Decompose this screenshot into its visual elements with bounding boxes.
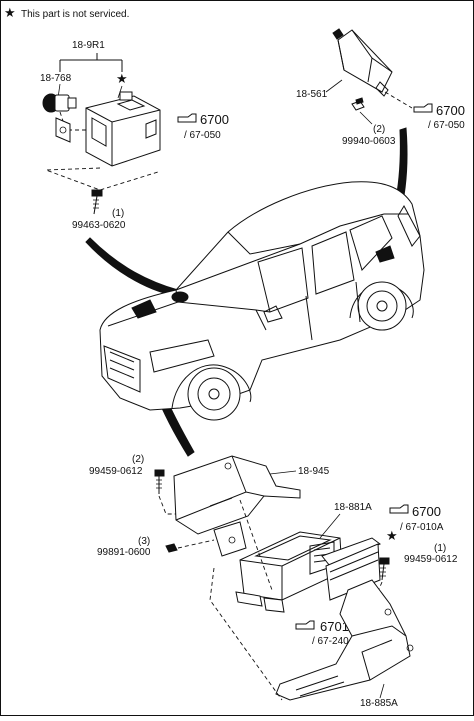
ref-67-240: / 67-240: [312, 636, 349, 647]
leader-99940: [359, 111, 373, 125]
note-text: This part is not serviced.: [21, 9, 129, 20]
label-99891-0600: 99891-0600: [97, 547, 151, 558]
label-18-881a: 18-881A: [334, 502, 372, 513]
label-18-945: 18-945: [298, 466, 330, 477]
vehicle-illustration: [99, 181, 425, 421]
ref-6700-a: 6700: [200, 112, 229, 127]
control-module: [85, 91, 161, 167]
callout-swoosh-left: [85, 237, 179, 297]
bolt-99459-a: [154, 469, 165, 494]
module-18-561: [332, 28, 393, 97]
qty-99891: (3): [138, 536, 150, 547]
dash-guide-lower-left: [209, 567, 283, 701]
qty-99459-b: (1): [434, 543, 446, 554]
ref-67-050-a: / 67-050: [184, 130, 221, 141]
label-18-9r1: 18-9R1: [72, 40, 105, 51]
leader-18-945: [269, 470, 297, 475]
ref-hand-icon-b: [413, 103, 433, 113]
ref-67-050-b: / 67-050: [428, 120, 465, 131]
ref-6700-c: 6700: [412, 504, 441, 519]
harness-strip: [321, 537, 381, 601]
label-99459-0612-b: 99459-0612: [404, 554, 458, 565]
control-unit-18-881a: [235, 531, 343, 613]
ref-hand-icon-d: [295, 620, 315, 630]
leader-18-561: [325, 79, 343, 93]
dash-module-to-screw: [45, 167, 159, 191]
note-star: ★: [4, 5, 16, 20]
bracket-18-945: [173, 455, 301, 557]
leader-18-881a: [319, 513, 341, 539]
nut-99891: [165, 543, 178, 553]
ref-6701: 6701: [320, 619, 349, 634]
qty-99463: (1): [112, 208, 124, 219]
bulb-part: [42, 93, 77, 113]
ref-6700-b: 6700: [436, 103, 465, 118]
label-99459-0612-a: 99459-0612: [89, 466, 143, 477]
label-99463-0620: 99463-0620: [72, 220, 126, 231]
ref-hand-icon-c: [389, 504, 409, 514]
ref-67-010a: / 67-010A: [400, 522, 444, 533]
group-bracket: [59, 53, 123, 72]
star-marker-b: ★: [386, 528, 398, 543]
ref-hand-icon-a: [177, 113, 197, 123]
label-18-885a: 18-885A: [360, 698, 398, 709]
star-marker-a: ★: [116, 71, 128, 86]
qty-99940: (2): [373, 124, 385, 135]
screw-99463: [91, 189, 103, 215]
leader-18-885a: [379, 683, 385, 699]
label-18-768: 18-768: [40, 73, 72, 84]
module-mount-plate: [55, 117, 71, 143]
qty-99459-a: (2): [132, 454, 144, 465]
nut-99940: [351, 97, 365, 111]
bracket-18-885a: [275, 579, 414, 701]
label-18-561: 18-561: [296, 89, 328, 100]
label-99940-0603: 99940-0603: [342, 136, 396, 147]
dash-nut-99891: [177, 539, 215, 549]
dash-guide-bracket: [239, 499, 273, 591]
bolt-99459-b: [379, 557, 390, 581]
dash-18-561: [384, 91, 413, 109]
